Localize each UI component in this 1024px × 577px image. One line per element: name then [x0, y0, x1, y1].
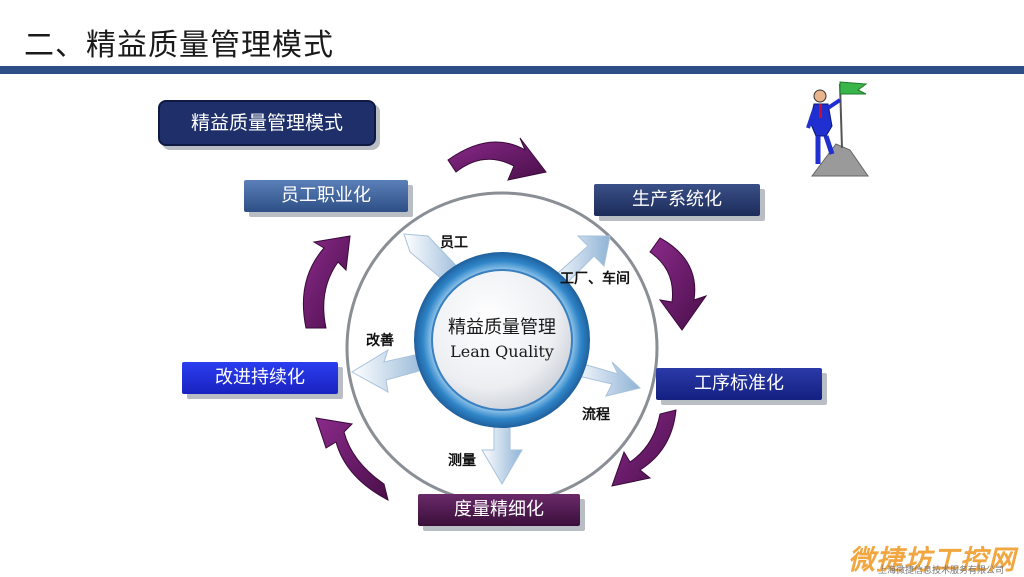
box-measure: 度量精细化 — [418, 494, 580, 526]
cycle-arrow-left — [302, 235, 351, 329]
box-process: 工序标准化 — [656, 368, 822, 400]
businessman-with-flag-icon — [806, 81, 869, 177]
footer-company: 上海微捷信息技术服务有限公司 — [878, 566, 1005, 576]
center-label: 精益质量管理 Lean Quality — [432, 316, 572, 364]
box-production: 生产系统化 — [594, 184, 760, 216]
center-label-en: Lean Quality — [450, 342, 554, 361]
label-factory: 工厂、车间 — [560, 271, 630, 287]
label-flow: 流程 — [582, 407, 610, 423]
spoke-arrow-measure — [481, 419, 523, 485]
page-title: 二、精益质量管理模式 — [24, 28, 334, 63]
header-rule — [0, 66, 1024, 74]
label-improve: 改善 — [366, 333, 394, 349]
center-label-cn: 精益质量管理 — [448, 317, 556, 338]
cycle-arrow-bottom-left — [315, 417, 389, 501]
box-improve: 改进持续化 — [182, 362, 338, 394]
center-disc — [431, 269, 573, 411]
watermark: 微捷坊工控网 — [848, 545, 1016, 576]
cycle-arrows — [302, 137, 708, 501]
cycle-arrow-right-upper — [649, 237, 708, 331]
title-box: 精益质量管理模式 — [158, 100, 376, 146]
cycle-arrow-top — [447, 137, 547, 181]
cycle-arrow-right-lower — [611, 409, 677, 487]
box-employee: 员工职业化 — [244, 180, 408, 212]
label-employee: 员工 — [440, 235, 468, 251]
label-measure: 测量 — [448, 453, 476, 469]
